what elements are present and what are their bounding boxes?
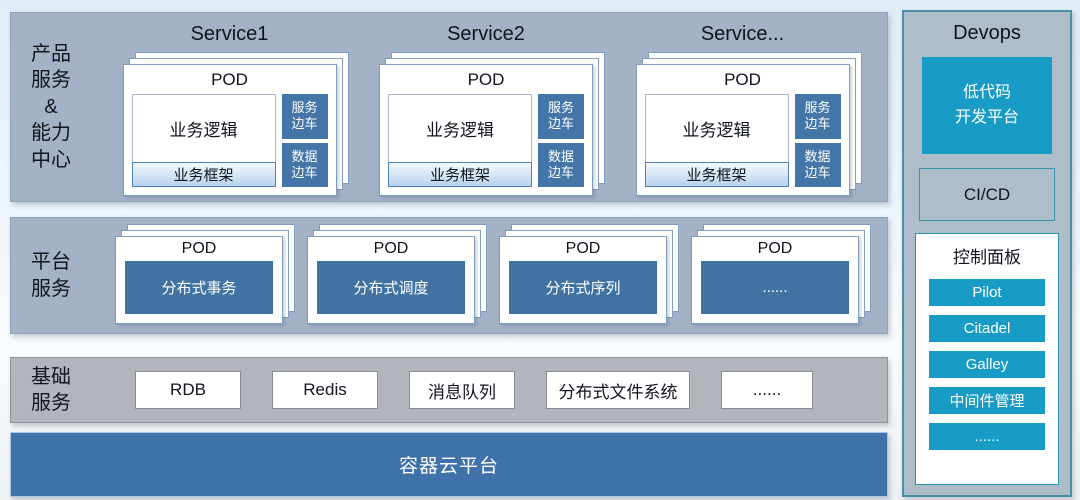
citadel-button: Citadel xyxy=(929,315,1045,342)
service-sidecar-box: 服务 边车 xyxy=(538,94,584,139)
service-title: Service1 xyxy=(190,23,269,45)
control-panel: 控制面板 Pilot Citadel Galley 中间件管理 ...... xyxy=(915,233,1059,485)
pod-card: POD 分布式事务 xyxy=(115,235,283,324)
data-sidecar-box: 数据 边车 xyxy=(794,142,841,187)
business-logic-box: 业务逻辑 xyxy=(131,94,276,163)
business-framework-bar: 业务框架 xyxy=(388,162,532,187)
platform-pods-row: POD 分布式事务 POD 分布式调度 POD 分布式序列 POD xyxy=(91,218,887,333)
galley-button: Galley xyxy=(929,351,1045,378)
service-group-3: Service... POD 业务逻辑 业务框架 服务 边车 数据 边车 xyxy=(625,19,862,201)
sidecar-column: 服务 边车 数据 边车 xyxy=(281,94,328,187)
service-title: Service... xyxy=(700,23,785,45)
pod-card: POD 业务逻辑 业务框架 服务 边车 数据 边车 xyxy=(122,64,337,196)
pod-title: POD xyxy=(757,239,793,257)
control-panel-title: 控制面板 xyxy=(953,248,1021,267)
service-title: Service2 xyxy=(447,23,525,45)
platform-services-band: 平台 服务 POD 分布式事务 POD 分布式调度 POD 分布式序列 xyxy=(10,217,888,334)
infra-services-band: 基础 服务 RDB Redis 消息队列 分布式文件系统 ...... xyxy=(10,357,888,423)
pod-stack: POD 业务逻辑 业务框架 服务 边车 数据 边车 xyxy=(122,52,349,196)
logic-column: 业务逻辑 业务框架 xyxy=(644,94,789,187)
business-framework-bar: 业务框架 xyxy=(644,162,789,187)
products-capability-band: 产品 服务 & 能力 中心 Service1 POD 业务逻辑 业务框架 服务 … xyxy=(10,12,888,202)
more-button: ...... xyxy=(929,423,1045,450)
pod-title: POD xyxy=(467,70,505,89)
business-logic-box: 业务逻辑 xyxy=(644,94,789,163)
pod-body: 业务逻辑 业务框架 服务 边车 数据 边车 xyxy=(644,94,841,187)
service-group-2: Service2 POD 业务逻辑 业务框架 服务 边车 数据 边车 xyxy=(368,19,605,201)
service-sidecar-box: 服务 边车 xyxy=(281,94,328,139)
message-queue-box: 消息队列 xyxy=(409,371,515,409)
platform-pod-stack-4: POD ...... xyxy=(691,223,871,324)
more-services-bar: ...... xyxy=(701,260,849,314)
lowcode-platform-box: 低代码 开发平台 xyxy=(922,57,1052,154)
data-sidecar-box: 数据 边车 xyxy=(538,142,584,187)
platform-band-label: 平台 服务 xyxy=(31,251,71,300)
services-row: Service1 POD 业务逻辑 业务框架 服务 边车 数据 边车 xyxy=(91,13,887,201)
container-cloud-band: 容器云平台 xyxy=(10,432,888,497)
logic-column: 业务逻辑 业务框架 xyxy=(388,94,532,187)
infra-items-row: RDB Redis 消息队列 分布式文件系统 ...... xyxy=(135,371,813,409)
pod-card: POD 分布式序列 xyxy=(499,235,667,324)
data-sidecar-box: 数据 边车 xyxy=(281,142,328,187)
pod-title: POD xyxy=(211,70,248,89)
devops-column: Devops 低代码 开发平台 CI/CD 控制面板 Pilot Citadel… xyxy=(902,10,1072,497)
pilot-button: Pilot xyxy=(929,279,1045,306)
pod-card: POD ...... xyxy=(691,235,859,324)
pod-card: POD 业务逻辑 业务框架 服务 边车 数据 边车 xyxy=(379,64,593,196)
pod-title: POD xyxy=(181,239,217,257)
pod-title: POD xyxy=(373,239,409,257)
middleware-management-button: 中间件管理 xyxy=(929,387,1045,414)
service-group-1: Service1 POD 业务逻辑 业务框架 服务 边车 数据 边车 xyxy=(112,19,349,201)
container-cloud-label: 容器云平台 xyxy=(398,456,499,477)
service-sidecar-box: 服务 边车 xyxy=(794,94,841,139)
cicd-box: CI/CD xyxy=(919,168,1055,221)
pod-title: POD xyxy=(724,70,761,89)
rdb-box: RDB xyxy=(135,371,241,409)
redis-box: Redis xyxy=(272,371,378,409)
pod-card: POD 业务逻辑 业务框架 服务 边车 数据 边车 xyxy=(635,64,850,196)
infra-band-label: 基础 服务 xyxy=(31,365,71,414)
devops-title: Devops xyxy=(953,22,1021,44)
pod-stack: POD 业务逻辑 业务框架 服务 边车 数据 边车 xyxy=(379,52,605,196)
business-logic-box: 业务逻辑 xyxy=(388,94,532,163)
pod-stack: POD 业务逻辑 业务框架 服务 边车 数据 边车 xyxy=(635,52,862,196)
distributed-transaction-bar: 分布式事务 xyxy=(125,260,273,314)
pod-body: 业务逻辑 业务框架 服务 边车 数据 边车 xyxy=(131,94,328,187)
more-infra-box: ...... xyxy=(721,371,813,409)
logic-column: 业务逻辑 业务框架 xyxy=(131,94,276,187)
sidecar-column: 服务 边车 数据 边车 xyxy=(538,94,584,187)
business-framework-bar: 业务框架 xyxy=(131,162,276,187)
pod-card: POD 分布式调度 xyxy=(307,235,475,324)
pod-title: POD xyxy=(565,239,601,257)
platform-pod-stack-1: POD 分布式事务 xyxy=(115,223,295,324)
platform-pod-stack-2: POD 分布式调度 xyxy=(307,223,487,324)
distributed-sequence-bar: 分布式序列 xyxy=(509,260,657,314)
platform-pod-stack-3: POD 分布式序列 xyxy=(499,223,679,324)
distributed-filesystem-box: 分布式文件系统 xyxy=(546,371,690,409)
distributed-scheduler-bar: 分布式调度 xyxy=(317,260,465,314)
sidecar-column: 服务 边车 数据 边车 xyxy=(794,94,841,187)
products-band-label: 产品 服务 & 能力 中心 xyxy=(31,43,71,171)
pod-body: 业务逻辑 业务框架 服务 边车 数据 边车 xyxy=(388,94,584,187)
